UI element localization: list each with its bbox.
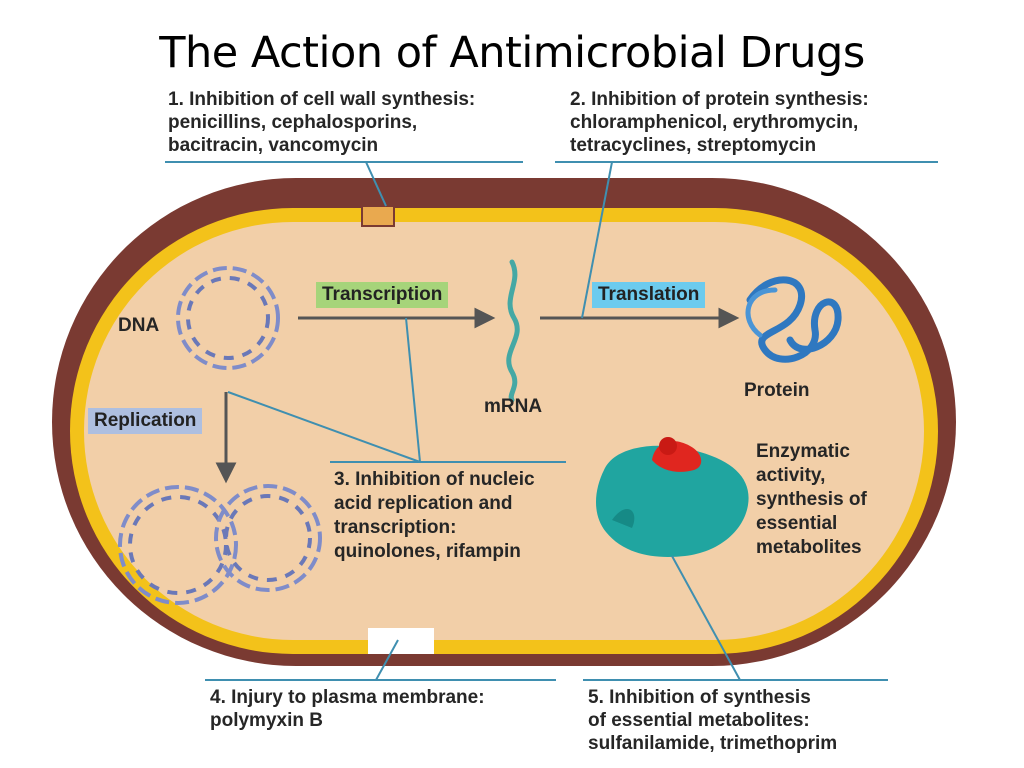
protein-molecule (745, 276, 842, 363)
membrane-gap (368, 628, 434, 654)
caption-line: transcription: (334, 517, 457, 538)
caption-line: polymyxin B (210, 710, 323, 731)
cell-wall-notch (361, 205, 395, 227)
caption-line: 4. Injury to plasma membrane: (210, 686, 485, 709)
replication-tag: Replication (88, 408, 203, 434)
protein-label: Protein (744, 380, 810, 401)
mrna-label: mRNA (484, 396, 543, 417)
translation-tag: Translation (592, 282, 706, 308)
pointer-4 (375, 639, 399, 681)
caption-line: sulfanilamide, trimethoprim (588, 733, 838, 754)
transcription-tag: Transcription (316, 282, 449, 308)
caption-plasma-membrane: 4. Injury to plasma membrane: polymyxin … (210, 686, 485, 732)
pointer-1 (365, 161, 387, 207)
pointer-5 (671, 555, 741, 681)
dna-molecule (176, 266, 280, 370)
caption-line: chloramphenicol, erythromycin, (570, 112, 859, 133)
caption-nucleic-acid: 3. Inhibition of nucleic acid replicatio… (334, 468, 535, 564)
caption-line: tetracyclines, streptomycin (570, 135, 817, 156)
pointer-2 (581, 161, 613, 319)
enzyme-label-line: essential (756, 513, 838, 534)
caption-number: 5. (588, 687, 604, 708)
caption-line: quinolones, rifampin (334, 541, 521, 562)
caption-line: penicillins, cephalosporins, (168, 112, 418, 133)
enzyme-label-line: activity, (756, 465, 826, 486)
caption-line: 2. Inhibition of protein synthesis: (570, 88, 869, 111)
pointer-3b (405, 317, 421, 463)
enzyme-label-line: synthesis of (756, 489, 867, 510)
caption-number: 1. (168, 89, 184, 110)
caption-text: Inhibition of nucleic (355, 469, 535, 490)
enzyme-label-line: metabolites (756, 537, 862, 558)
replicated-dna (118, 484, 322, 605)
caption-line: bacitracin, vancomycin (168, 135, 379, 156)
dna-label: DNA (118, 315, 160, 336)
caption-line: 5. Inhibition of synthesis (588, 686, 837, 709)
caption-text: Injury to plasma membrane: (231, 687, 485, 708)
caption-line: 1. Inhibition of cell wall synthesis: (168, 88, 475, 111)
mrna-strand (506, 259, 520, 403)
caption-protein-synthesis: 2. Inhibition of protein synthesis: chlo… (570, 88, 869, 157)
caption-essential-metabolites: 5. Inhibition of synthesis of essential … (588, 686, 837, 755)
pointer-3a (227, 391, 421, 463)
arrow-replication-head (215, 462, 237, 484)
caption-text: Inhibition of cell wall synthesis: (189, 89, 476, 110)
caption-number: 2. (570, 89, 586, 110)
caption-cell-wall: 1. Inhibition of cell wall synthesis: pe… (168, 88, 475, 157)
caption-number: 4. (210, 687, 226, 708)
caption-text: Inhibition of protein synthesis: (591, 89, 869, 110)
enzyme-label: Enzymatic activity, synthesis of essenti… (756, 440, 867, 560)
caption-line: acid replication and (334, 493, 513, 514)
caption-line: 3. Inhibition of nucleic (334, 468, 535, 492)
caption-line: of essential metabolites: (588, 710, 810, 731)
enzyme-label-line: Enzymatic (756, 441, 850, 462)
caption-text: Inhibition of synthesis (609, 687, 811, 708)
caption-number: 3. (334, 469, 350, 490)
arrow-transcription-head (474, 307, 496, 329)
arrow-translation-head (718, 307, 740, 329)
page-title: The Action of Antimicrobial Drugs (159, 28, 865, 78)
enzyme-molecule (596, 437, 749, 557)
